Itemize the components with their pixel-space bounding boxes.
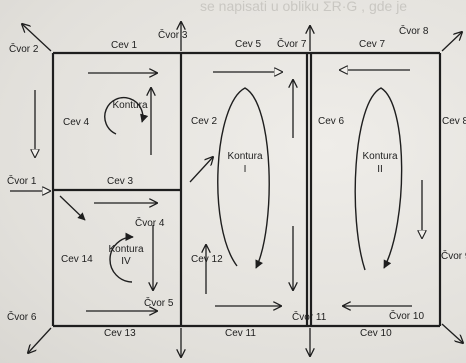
outflow-arrow-cvor8 [441,32,462,52]
kontura-2-circulation-arrow [354,87,403,271]
node-label-cvor7: Čvor 7 [277,37,307,50]
pipe-label-cev3: Cev 3 [107,176,134,187]
kontura-4-circulation-arrow [109,232,134,283]
kontura-1-number: I [244,164,247,175]
pipe-lines [51,51,442,328]
flow-arrow-cvor4 [189,157,213,183]
pipe-label-cev10: Cev 10 [360,328,392,339]
pipe-label-cev2: Cev 2 [191,116,218,127]
node-label-cvor2: Čvor 2 [9,42,39,55]
kontura-2-number: II [377,164,383,175]
node-label-cvor11: Čvor 11 [292,310,327,323]
node-label-cvor4: Čvor 4 [135,216,165,229]
pipe-label-cev6: Cev 6 [318,116,345,127]
node-label-cvor3: Čvor 3 [158,28,188,41]
pipe-label-cev4: Cev 4 [63,117,90,128]
pipe-label-cev8: Cev 8 [442,116,466,127]
node-labels: Čvor 1 Čvor 2 Čvor 3 Čvor 4 Čvor 5 Čvor … [7,24,466,323]
kontura-1-label: Kontura [227,151,262,162]
node-label-cvor8: Čvor 8 [399,24,429,37]
pipe-labels: Cev 1 Cev 2 Cev 3 Cev 4 Cev 5 Cev 6 Cev … [61,39,466,339]
kontura-3-circulation-arrow [104,96,149,135]
node-label-cvor9: Čvor 9 [441,249,466,262]
pipe-label-cev1: Cev 1 [111,40,138,51]
kontura-2-label: Kontura [362,151,397,162]
node-label-cvor5: Čvor 5 [144,296,174,309]
pipe-label-cev12: Cev 12 [191,254,223,265]
flow-arrow-cev14-diag [59,195,86,221]
pipe-label-cev13: Cev 13 [104,328,136,339]
external-arrows [10,22,463,357]
loop-labels: Kontura Kontura I Kontura II Kontura IV [108,100,397,267]
outflow-arrow-cvor6 [28,327,52,353]
flow-arrows [35,70,422,311]
kontura-3-label: Kontura [112,100,147,111]
pipe-label-cev5: Cev 5 [235,39,262,50]
node-label-cvor10: Čvor 10 [389,309,424,322]
kontura-4-number: IV [121,256,131,267]
pipe-label-cev11: Cev 11 [225,328,256,339]
outflow-arrow-cvor2 [22,24,52,52]
loop-arrows [104,87,403,283]
kontura-4-label: Kontura [108,244,143,255]
node-label-cvor6: Čvor 6 [7,310,37,323]
outflow-arrow-cvor10 [441,323,463,343]
pipe-label-cev7: Cev 7 [359,39,386,50]
node-label-cvor1: Čvor 1 [7,174,37,187]
kontura-1-circulation-arrow [217,87,270,269]
pipe-label-cev14: Cev 14 [61,254,93,265]
header-text-fragment: se napisati u obliku ΣR·G , gde je [200,0,407,14]
